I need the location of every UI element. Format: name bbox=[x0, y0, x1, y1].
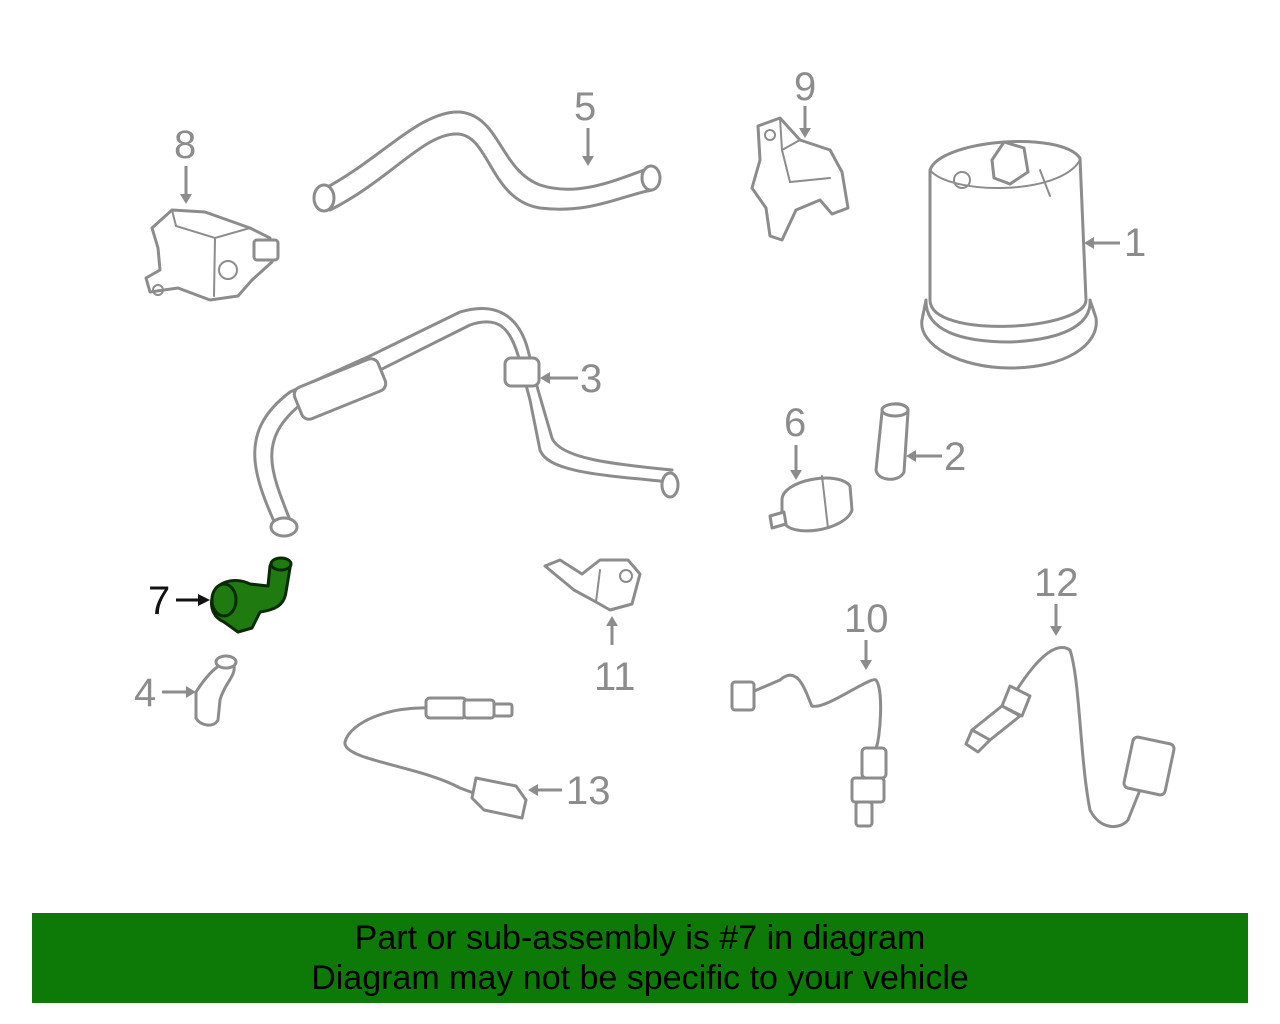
arrow-2-head bbox=[906, 450, 916, 462]
part-7-valve-highlighted[interactable] bbox=[210, 556, 293, 634]
arrow-7-head bbox=[198, 594, 210, 606]
callout-10: 10 bbox=[844, 597, 889, 641]
part-4-hose[interactable] bbox=[194, 654, 238, 727]
arrow-3-head bbox=[540, 372, 550, 384]
part-3-hose[interactable] bbox=[253, 306, 680, 538]
arrow-12-head bbox=[1050, 626, 1062, 636]
callout-2: 2 bbox=[944, 435, 966, 479]
callout-8: 8 bbox=[174, 123, 196, 167]
part-5-hose[interactable] bbox=[312, 110, 662, 213]
arrow-1-head bbox=[1084, 237, 1094, 249]
callout-12: 12 bbox=[1034, 561, 1079, 605]
arrow-6-head bbox=[790, 470, 802, 480]
part-6-filter[interactable] bbox=[768, 475, 854, 533]
banner-line-1: Part or sub-assembly is #7 in diagram bbox=[354, 919, 926, 957]
part-2-hose[interactable] bbox=[874, 402, 910, 481]
callout-arrows bbox=[162, 106, 1120, 796]
callout-6: 6 bbox=[784, 401, 806, 445]
arrow-10-head bbox=[860, 660, 872, 670]
callout-9: 9 bbox=[794, 65, 816, 109]
arrow-9-head bbox=[799, 128, 811, 138]
callout-3: 3 bbox=[580, 357, 602, 401]
part-10-oxygen-sensor[interactable] bbox=[730, 673, 888, 828]
callout-13: 13 bbox=[566, 769, 611, 813]
arrow-8-head bbox=[180, 194, 192, 204]
part-13-oxygen-sensor[interactable] bbox=[343, 696, 528, 820]
banner-line-2: Diagram may not be specific to your vehi… bbox=[311, 959, 969, 997]
callout-4: 4 bbox=[134, 671, 156, 715]
arrow-11-head bbox=[606, 616, 618, 626]
part-9-sensor[interactable] bbox=[750, 116, 850, 242]
callout-labels: 1 2 3 4 5 6 7 8 9 10 11 12 13 bbox=[134, 65, 1146, 813]
part-12-oxygen-sensor[interactable] bbox=[964, 646, 1176, 829]
arrow-5-head bbox=[582, 156, 594, 166]
callout-7: 7 bbox=[148, 579, 170, 623]
callout-5: 5 bbox=[574, 85, 596, 129]
part-8-valve[interactable] bbox=[144, 208, 280, 302]
part-1-canister[interactable] bbox=[920, 140, 1098, 370]
info-banner: Part or sub-assembly is #7 in diagram Di… bbox=[32, 913, 1248, 1003]
callout-1: 1 bbox=[1124, 221, 1146, 265]
part-11-bracket[interactable] bbox=[543, 558, 642, 612]
arrow-4-head bbox=[186, 686, 196, 698]
parts-diagram: 1 2 3 4 5 6 7 8 9 10 11 12 13 bbox=[134, 65, 1176, 829]
arrow-13-head bbox=[528, 784, 538, 796]
callout-11: 11 bbox=[594, 655, 636, 699]
